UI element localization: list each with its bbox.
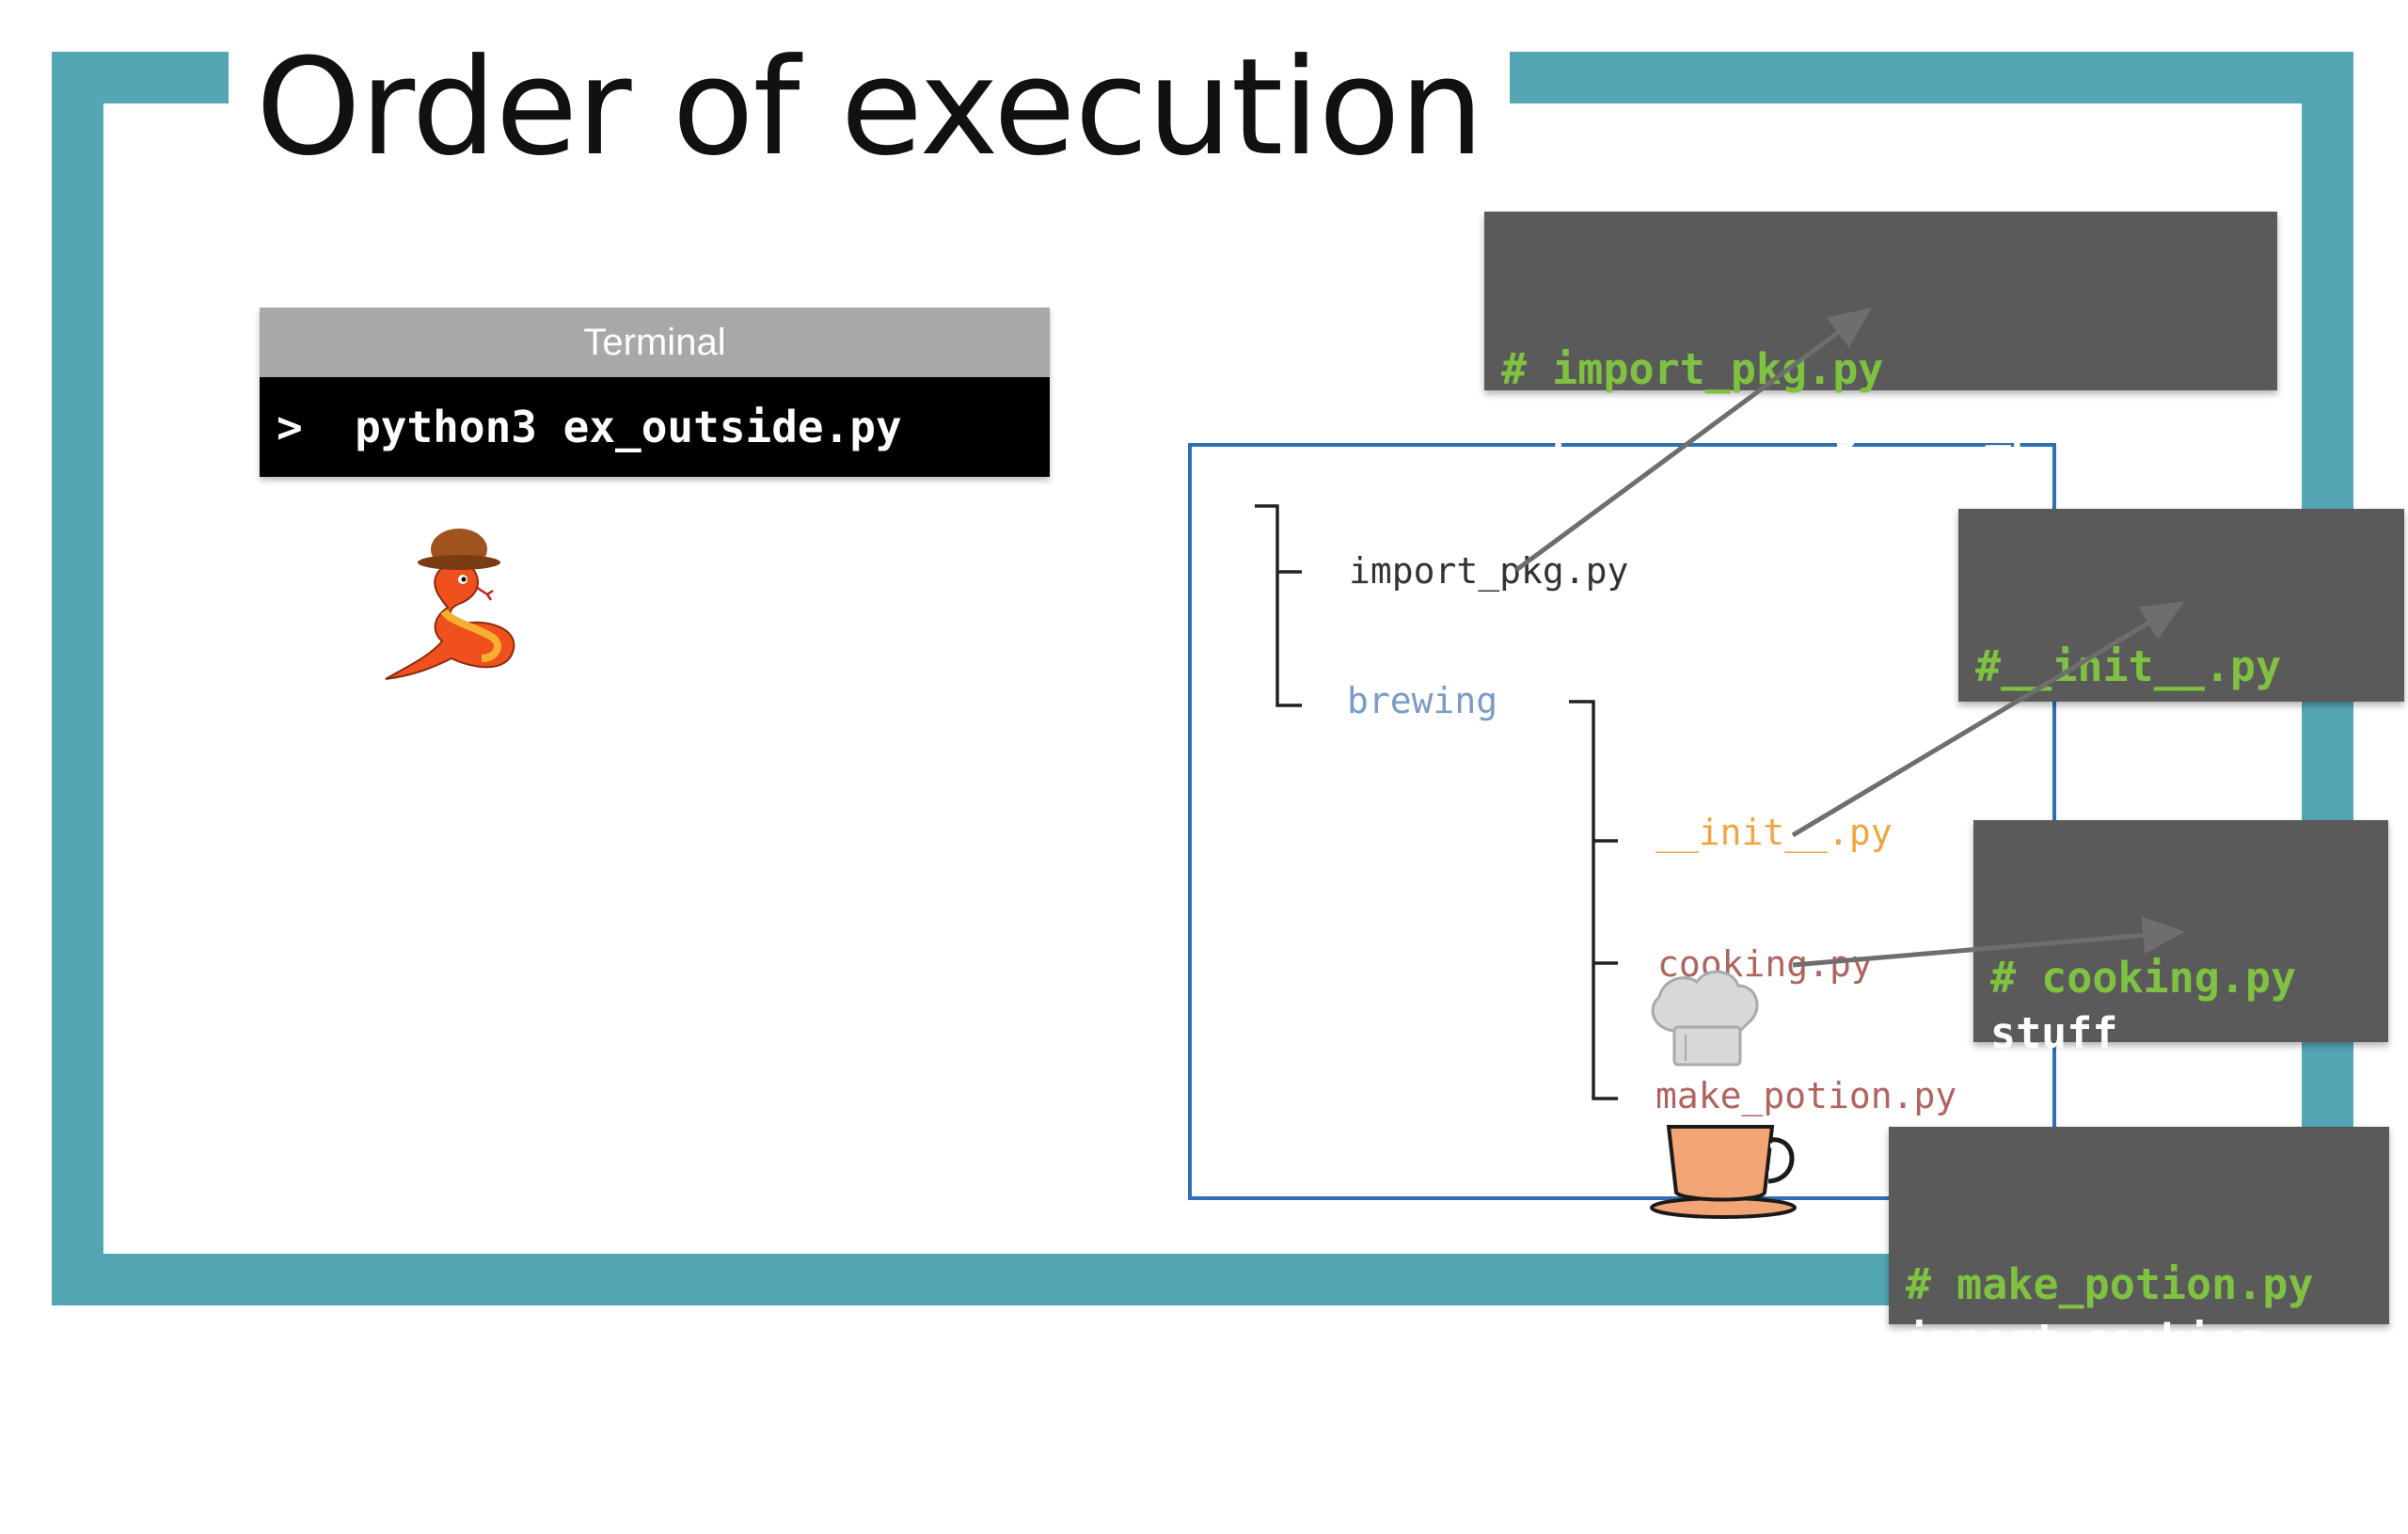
code-line-stuff: stuff [1990,1008,2118,1058]
tree-file-make-potion[interactable]: make_potion.py [1656,1075,1957,1116]
root-bracket [1255,504,1302,707]
package-bracket [1569,700,1618,1100]
coffee-cup-icon [1650,1125,1797,1219]
frame-top-right [1503,52,2353,103]
code-comment-import-pkg: # import_pkg.py [1501,344,1884,394]
code-line-def-coffee: def coffee(): [1906,1370,2238,1420]
package-tree [1188,443,2056,1200]
slide: Order of execution Terminal > python3 ex… [52,35,2404,1324]
tree-folder-brewing[interactable]: brewing [1347,680,1498,721]
snake-detective-icon [385,529,515,680]
terminal-command: python3 ex_outside.py [355,402,902,452]
terminal-body: > python3 ex_outside.py [260,377,1050,477]
tree-file-cooking[interactable]: cooking.py [1657,943,1873,985]
code-comment-make-potion: # make_potion.py [1906,1259,2314,1309]
frame-left [52,52,103,1305]
terminal-prompt: > [277,402,303,452]
code-comment-cooking: # cooking.py [1990,953,2297,1003]
terminal-header: Terminal [260,308,1050,377]
arrow-init [1791,601,2185,838]
arrow-import-pkg [1514,308,1873,573]
arrow-cooking [1792,916,2185,968]
tree-lines [1255,504,1618,1100]
slide-title: Order of execution [256,36,1510,180]
chef-hat-icon [1651,970,1759,1067]
tree-file-import-pkg[interactable]: import_pkg.py [1349,550,1629,592]
code-comment-init: #__init__.py [1975,641,2282,691]
tree-file-init[interactable]: __init__.py [1656,812,1893,853]
code-line-import-brewing: import brewing.make_potion [1501,400,2164,450]
terminal-window: Terminal > python3 ex_outside.py [260,308,1050,477]
connector-arrows [1514,308,2185,968]
